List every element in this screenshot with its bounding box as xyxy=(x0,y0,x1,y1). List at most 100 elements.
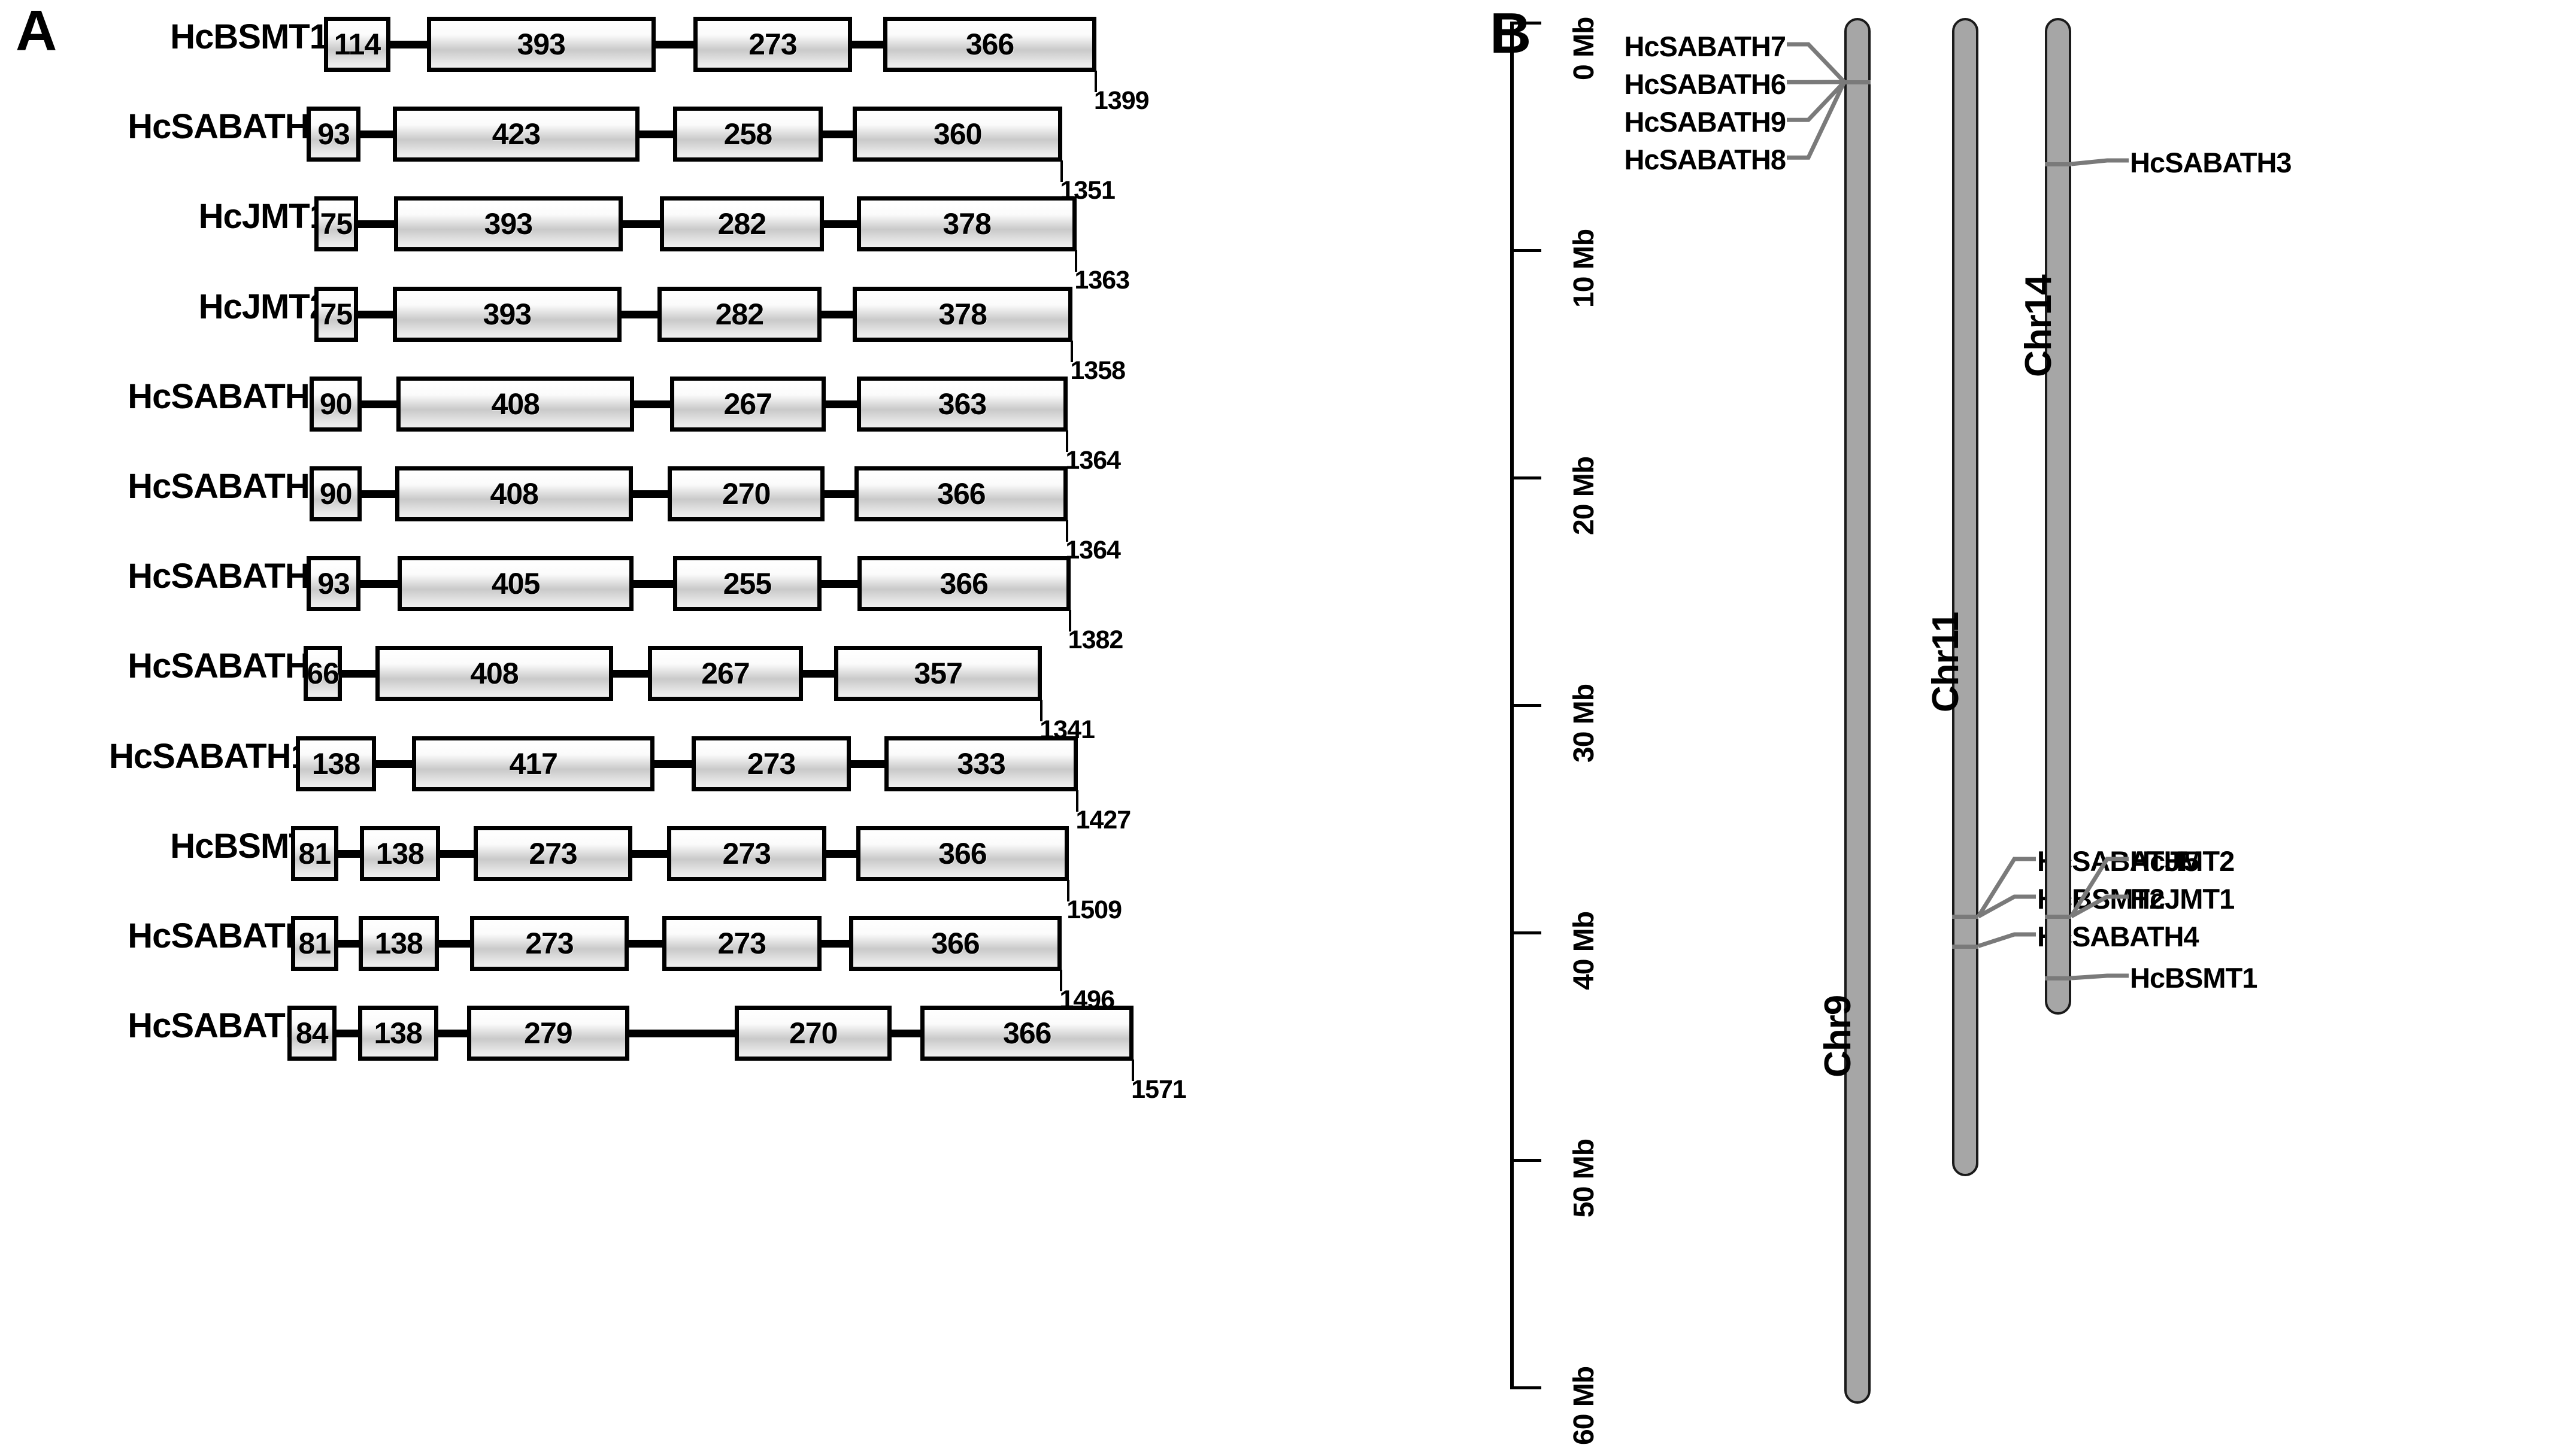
gene-position-mark xyxy=(2045,976,2071,980)
gene-end-tick xyxy=(1076,790,1079,812)
exon-box: 333 xyxy=(884,736,1078,791)
exon-box: 93 xyxy=(307,556,361,612)
intron-line xyxy=(850,41,886,48)
chromosome-name-label: Chr9 xyxy=(1817,995,1859,1077)
exon-box: 366 xyxy=(848,916,1062,971)
gene-name-label: HcSABATH5 xyxy=(128,1006,329,1046)
intron-line xyxy=(637,130,675,139)
exon-box: 393 xyxy=(392,286,622,342)
exon-box: 66 xyxy=(304,646,343,702)
intron-line xyxy=(388,41,429,48)
gene-leader-line xyxy=(1977,893,2036,920)
exon-box: 270 xyxy=(668,466,825,521)
gene-position-mark xyxy=(1952,944,1978,949)
gene-leader-line xyxy=(1977,855,2036,920)
exon-box: 279 xyxy=(466,1006,629,1061)
chromosome-gene-label: HcSABATH8 xyxy=(1624,144,1786,175)
scale-tick xyxy=(1510,1386,1541,1389)
exon-box: 138 xyxy=(358,916,439,971)
scale-tick-label: 20 Mb xyxy=(1568,456,1600,535)
gene-leader-line xyxy=(1977,931,2036,949)
intron-line xyxy=(823,400,859,408)
intron-line xyxy=(848,760,886,768)
intron-line xyxy=(890,1030,923,1038)
exon-box: 273 xyxy=(692,736,851,791)
exon-box: 75 xyxy=(314,286,358,342)
exon-box: 366 xyxy=(920,1006,1134,1061)
intron-line xyxy=(619,310,659,318)
gene-name-label: HcJMT1 xyxy=(198,197,329,236)
gene-name-label: HcJMT2 xyxy=(198,287,329,326)
exon-box: 408 xyxy=(396,376,635,432)
exon-box: 360 xyxy=(853,107,1063,162)
scale-tick xyxy=(1510,931,1541,934)
intron-line xyxy=(819,580,859,588)
exon-box: 408 xyxy=(375,646,613,702)
intron-line xyxy=(334,1030,360,1038)
gene-position-mark xyxy=(2045,915,2071,919)
intron-line xyxy=(360,400,399,408)
gene-leader-line xyxy=(2069,855,2129,920)
exon-box: 270 xyxy=(734,1006,892,1061)
gene-leader-line xyxy=(1787,41,1846,86)
intron-line xyxy=(822,220,859,229)
scale-tick xyxy=(1510,476,1541,479)
chromosome-gene-label: HcJMT1 xyxy=(2130,883,2235,915)
gene-leader-line xyxy=(1787,78,1847,161)
gene-name-label: HcSABATH9 xyxy=(128,646,329,686)
chromosome-gene-label: HcSABATH7 xyxy=(1624,31,1786,62)
chromosome-body xyxy=(2045,18,2071,1015)
chromosome-body xyxy=(1952,18,1978,1176)
exon-box: 393 xyxy=(426,17,656,72)
intron-line xyxy=(631,849,669,858)
gene-leader-line xyxy=(2071,972,2129,982)
exon-box: 273 xyxy=(693,17,853,72)
gene-name-label: HcSABATH10 xyxy=(108,736,329,776)
exon-box: 75 xyxy=(314,196,358,252)
intron-line xyxy=(824,849,858,858)
intron-line xyxy=(627,940,665,948)
exon-box: 84 xyxy=(287,1006,337,1061)
gene-name-label: HcBSMT1 xyxy=(170,17,329,56)
intron-line xyxy=(340,670,378,678)
gene-end-tick xyxy=(1068,610,1071,632)
gene-name-label: HcSABATH3 xyxy=(128,107,329,147)
scale-tick-label: 10 Mb xyxy=(1568,229,1600,308)
chromosome-gene-label: HcBSMT1 xyxy=(2130,962,2257,994)
gene-position-mark xyxy=(2045,162,2071,166)
exon-box: 282 xyxy=(659,196,824,252)
gene-total-length-label: 1399 xyxy=(1093,86,1150,115)
gene-end-tick xyxy=(1060,160,1063,183)
exon-box: 267 xyxy=(670,376,826,432)
intron-line xyxy=(336,940,360,948)
gene-position-mark xyxy=(1844,80,1871,84)
gene-total-length-label: 1358 xyxy=(1070,356,1126,385)
gene-total-length-label: 1364 xyxy=(1065,445,1121,475)
gene-end-tick xyxy=(1132,1060,1135,1082)
gene-total-length-label: 1427 xyxy=(1075,805,1131,834)
gene-position-mark xyxy=(1952,915,1978,919)
intron-line xyxy=(631,490,670,498)
exon-box: 273 xyxy=(667,825,826,881)
gene-name-label: HcSABATH6 xyxy=(128,377,329,416)
gene-leader-line xyxy=(2071,157,2129,168)
exon-box: 258 xyxy=(672,107,823,162)
scale-tick xyxy=(1510,704,1541,707)
exon-box: 273 xyxy=(473,825,633,881)
intron-line xyxy=(820,310,854,318)
exon-box: 417 xyxy=(412,736,655,791)
intron-line xyxy=(356,310,395,318)
intron-line xyxy=(801,670,837,678)
scale-tick xyxy=(1510,249,1541,252)
exon-box: 93 xyxy=(307,107,361,162)
exon-box: 138 xyxy=(296,736,377,791)
scale-tick-label: 50 Mb xyxy=(1568,1139,1600,1218)
exon-box: 255 xyxy=(673,556,822,612)
gene-total-length-label: 1363 xyxy=(1074,266,1130,295)
scale-tick xyxy=(1510,1159,1541,1162)
